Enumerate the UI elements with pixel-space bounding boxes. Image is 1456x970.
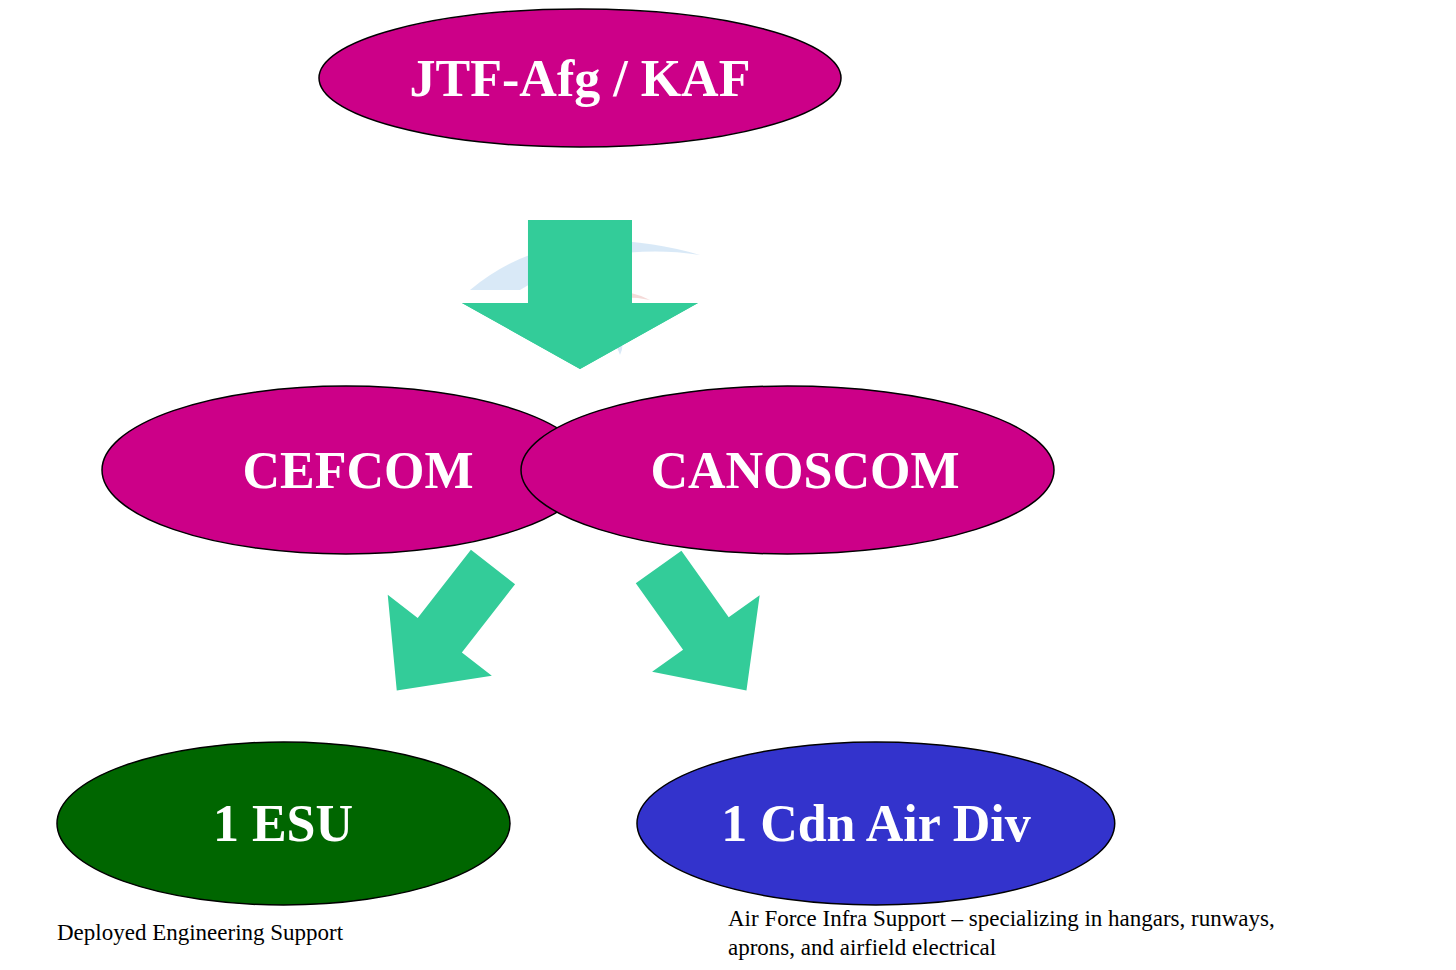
org-ellipse: CANOSCOM [520,385,1055,555]
description-note: Deployed Engineering Support [57,918,477,947]
org-ellipse: 1 Cdn Air Div [636,741,1116,906]
block-arrow [636,551,760,691]
node-title: JTF-Afg / KAF [410,49,751,108]
node-title: 1 ESU [213,794,353,853]
org-ellipse: JTF-Afg / KAF [318,8,842,148]
org-ellipse: CEFCOM [101,385,591,555]
ellipse-shape [521,386,1054,554]
node-title: CANOSCOM [650,441,959,500]
ellipse-shape [57,742,510,905]
ellipse-shape [637,742,1115,905]
block-arrow [462,220,698,369]
block-arrow [388,550,515,691]
ellipse-shape [319,9,841,147]
block-arrow [462,220,698,369]
node-title: 1 Cdn Air Div [721,794,1031,853]
ellipse-shape [102,386,590,554]
node-title: CEFCOM [242,441,473,500]
org-ellipse: 1 ESU [56,741,511,906]
description-note: Air Force Infra Support – specializing i… [728,904,1288,962]
